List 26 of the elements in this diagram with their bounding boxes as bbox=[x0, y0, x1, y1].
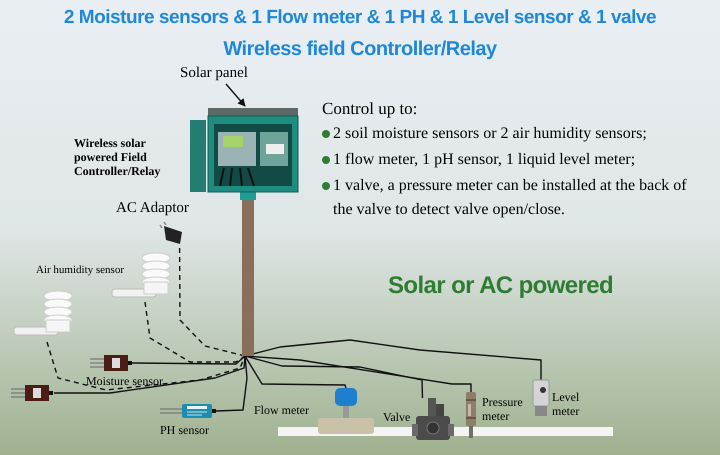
part-label: Level meter bbox=[552, 390, 580, 418]
note-text: Control up to: bbox=[322, 98, 418, 120]
part-label: Moisture sensor bbox=[86, 373, 164, 390]
note-text: 1 flow meter, 1 pH sensor, 1 liquid level meter; bbox=[333, 150, 636, 170]
leader-arrow bbox=[225, 84, 246, 107]
title: 2 Moisture sensors & 1 Flow meter & 1 PH & 1 Level sensor & 1 valve bbox=[62, 6, 658, 30]
cable bbox=[46, 342, 246, 391]
subtitle: Wireless field Controller/Relay bbox=[222, 37, 498, 62]
part-label: Valve bbox=[383, 409, 412, 426]
cable bbox=[132, 355, 246, 365]
cable bbox=[216, 356, 248, 412]
cable bbox=[178, 248, 246, 357]
cable bbox=[144, 302, 246, 363]
note-text: 1 valve, a pressure meter can be installed at the back of the valve to detect valve open/close. bbox=[333, 176, 688, 220]
part-label: Pressure meter bbox=[482, 395, 524, 423]
note-text: 2 soil moisture sensors or 2 air humidity sensors; bbox=[333, 124, 647, 144]
part-label: Air humidity sensor bbox=[36, 263, 125, 278]
part-label: PH sensor bbox=[160, 422, 210, 439]
cable bbox=[244, 355, 424, 398]
cable bbox=[54, 356, 246, 394]
part-label: Wireless solar powered Field Controller/Relay bbox=[74, 136, 162, 178]
cable bbox=[244, 356, 347, 388]
part-label: Solar panel bbox=[180, 64, 249, 83]
part-label: Flow meter bbox=[254, 402, 310, 419]
headline: Solar or AC powered bbox=[388, 271, 614, 301]
part-label: AC Adaptor bbox=[116, 199, 190, 218]
